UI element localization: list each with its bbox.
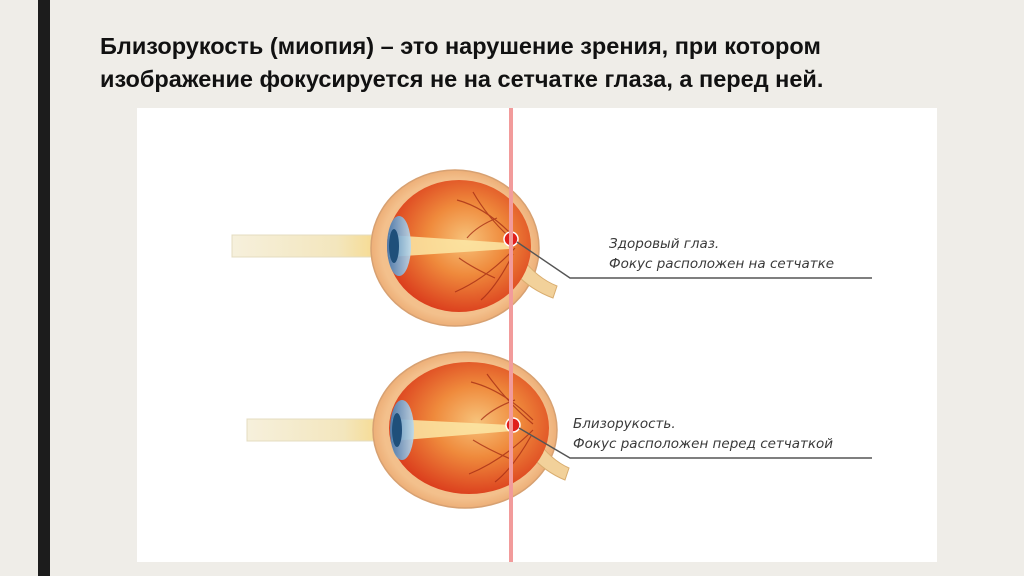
myopia-caption: Близорукость. Фокус расположен перед сет… <box>573 414 833 454</box>
slide-accent-bar <box>38 0 50 576</box>
myopia-leader-line <box>518 427 872 459</box>
slide-title: Близорукость (миопия) – это нарушение зр… <box>100 30 960 96</box>
healthy-focus-beam <box>389 235 509 257</box>
myopia-focus-beam <box>392 419 512 441</box>
healthy-caption-line-2: Фокус расположен на сетчатке <box>609 256 835 272</box>
healthy-leader-line <box>516 241 872 279</box>
healthy-light-beam <box>231 234 383 258</box>
myopia-pupil <box>392 413 402 447</box>
slide-title-line-1: Близорукость (миопия) – это нарушение зр… <box>100 33 821 59</box>
myopia-caption-line-2: Фокус расположен перед сетчаткой <box>573 436 834 452</box>
retina-reference-line <box>509 108 513 562</box>
myopia-light-beam <box>246 418 386 442</box>
myopia-caption-line-1: Близорукость. <box>573 416 676 432</box>
diagram-panel: Здоровый глаз. Фокус расположен на сетча… <box>137 108 937 562</box>
healthy-caption-line-1: Здоровый глаз. <box>609 236 720 252</box>
healthy-pupil <box>389 229 399 263</box>
slide-title-line-2: изображение фокусируется не на сетчатке … <box>100 66 824 92</box>
eye-diagram <box>231 108 872 562</box>
healthy-eye-caption: Здоровый глаз. Фокус расположен на сетча… <box>609 234 834 274</box>
healthy-eye <box>231 169 872 327</box>
